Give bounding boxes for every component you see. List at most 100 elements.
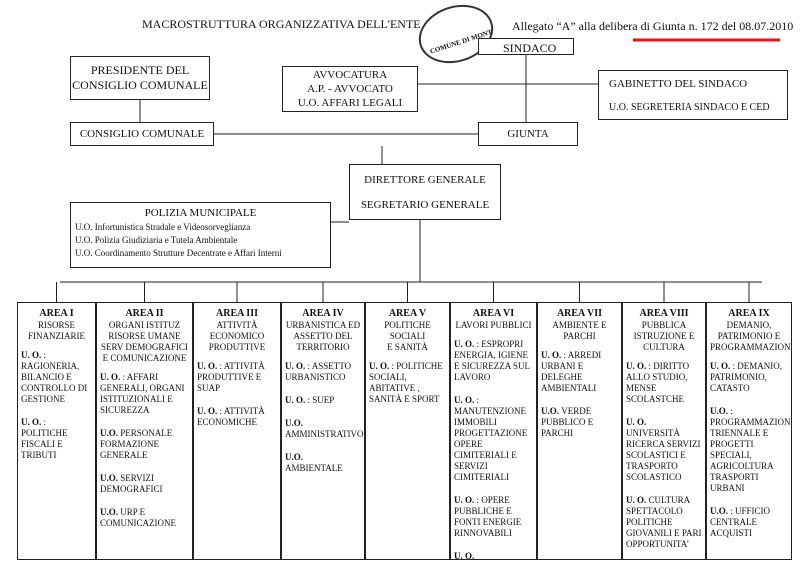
area-subtitle-line: PROGRAMMAZIONE <box>710 342 792 353</box>
polizia-box: POLIZIA MUNICIPALE U.O. Infortunistica S… <box>70 202 331 268</box>
uo-text: : OPERE PUBBLICHE E FONTI ENERGIE RINNOV… <box>454 494 522 538</box>
uo-text: : ASSETTO URBANISTICO <box>285 361 352 383</box>
area-name: AREA IV <box>302 308 344 319</box>
area-subtitle-line: ISTRUZIONE E <box>633 331 695 342</box>
uo-entry: U. O. : AFFARI GENERALI, ORGANI ISTITUZI… <box>100 372 189 416</box>
avvocatura-line2: A.P. - AVVOCATO <box>307 83 393 95</box>
uo-entry: U. O. INFRASTRUTTURE <box>454 550 533 560</box>
polizia-uo-line: U.O. Polizia Giudiziaria e Tutela Ambien… <box>75 235 238 245</box>
uo-text: : RAGIONERIA, BILANCIO E CONTROLLO DI GE… <box>21 350 88 404</box>
uo-lead: U.O. <box>100 506 118 517</box>
consiglio-box: CONSIGLIO COMUNALE <box>70 122 214 146</box>
uo-text: AMBIENTALE <box>285 462 343 473</box>
uo-text: PERSONALE FORMAZIONE GENERALE <box>100 427 173 460</box>
gabinetto-box: GABINETTO DEL SINDACO U.O. SEGRETERIA SI… <box>598 70 788 120</box>
uo-lead: U. O. <box>285 395 306 406</box>
uo-lead: U. O. <box>710 361 731 372</box>
uo-entry: U. O. : OPERE PUBBLICHE E FONTI ENERGIE … <box>454 495 533 539</box>
uo-text: : PROGRAMMAZIONE TRIENNALE E PROGETTI SP… <box>710 406 792 493</box>
segretario-label: SEGRETARIO GENERALE <box>360 199 490 211</box>
uo-entry: U. O. : MANUTENZIONE IMMOBILI PROGETTAZI… <box>454 395 533 483</box>
area-subtitle-line: AMBIENTE E <box>552 320 607 331</box>
polizia-uo-line: U.O. Coordinamento Strutture Decentrate … <box>75 248 282 258</box>
uo-lead: U. O. <box>197 406 218 416</box>
uo-entry: U. O. CULTURA SPETTACOLO POLITICHE GIOVA… <box>626 495 702 550</box>
presidente-line1: PRESIDENTE DEL <box>90 63 190 77</box>
area-subtitle-line: PRODUTTIVE <box>208 342 266 353</box>
uo-lead: U.O. <box>100 472 118 483</box>
uo-entry: U. O. : ATTIVITÀ PRODUTTIVE E SUAP <box>197 361 277 394</box>
uo-lead: U. O. <box>454 395 475 406</box>
uo-lead: U. O. <box>454 550 475 560</box>
uo-text: : DEMANIO, PATRIMONIO, CATASTO <box>710 361 782 394</box>
uo-entry: U. O. : DEMANIO, PATRIMONIO, CATASTO <box>710 361 788 394</box>
uo-text: UNIVERSITÀ RICERCA SERVIZI SCOLASTICI E … <box>626 427 701 482</box>
uo-entry: U.O. AMBIENTALE <box>285 452 361 474</box>
area-subtitle-line: RISORSE <box>37 320 75 331</box>
uo-text: : ATTIVITÀ ECONOMICHE <box>197 406 265 427</box>
area-name: AREA V <box>388 308 427 319</box>
gabinetto-line2: U.O. SEGRETERIA SINDACO E CED <box>609 102 770 113</box>
avvocatura-line1: AVVOCATURA <box>312 69 388 81</box>
area-subtitle-line: DEMANIO, <box>726 320 772 331</box>
area-subtitle-line: SERV DEMOGRAFICI <box>101 342 188 353</box>
area-subtitle-line: ATTIVITÀ <box>216 320 258 331</box>
uo-text: : UFFICIO CENTRALE ACQUISTI <box>710 505 771 538</box>
uo-text: : MANUTENZIONE IMMOBILI PROGETTAZIONE OP… <box>454 395 528 482</box>
area-name: AREA VIII <box>639 308 689 319</box>
gabinetto-line1: GABINETTO DEL SINDACO <box>609 78 748 90</box>
giunta-label: GIUNTA <box>507 128 549 140</box>
area-subtitle-line: ORGANI ISTITUZ <box>108 320 181 331</box>
uo-text: CULTURA SPETTACOLO POLITICHE GIOVANILI E… <box>626 494 702 549</box>
uo-lead: U. O. <box>626 416 647 427</box>
uo-lead: U.O. <box>285 451 303 462</box>
uo-text: : SUEP <box>307 395 335 406</box>
uo-text: URP E COMUNICAZIONE <box>100 506 176 528</box>
direttore-label: DIRETTORE GENERALE <box>364 174 486 186</box>
uo-entry: U.O. SERVIZI DEMOGRAFICI <box>100 473 189 495</box>
area-subtitle-line: FINANZIARIE <box>28 331 85 342</box>
uo-entry: U.O. VERDE PUBBLICO E PARCHI <box>541 406 618 439</box>
area-subtitle-line: ASSETTO DEL <box>293 331 353 342</box>
uo-entry: U.O. : PROGRAMMAZIONE TRIENNALE E PROGET… <box>710 406 791 494</box>
area-subtitle-line: URBANISTICA ED <box>285 320 361 331</box>
uo-text: : ESPROPRI ENERGIA, IGIENE E SICUREZZA S… <box>454 339 530 383</box>
page-title: MACROSTRUTTURA ORGANIZZATIVA DELL'ENTE <box>142 17 421 31</box>
allegato-note: Allegato “A” alla delibera di Giunta n. … <box>512 19 794 33</box>
area-name: AREA II <box>125 308 164 319</box>
area-name: AREA IX <box>728 308 770 319</box>
uo-lead: U.O. <box>100 427 118 438</box>
uo-entry: U.O. : UFFICIO CENTRALE ACQUISTI <box>710 506 788 539</box>
uo-text: : POLITICHE FISCALI E TRIBUTI <box>21 416 68 460</box>
uo-text: VERDE PUBBLICO E PARCHI <box>541 406 594 438</box>
polizia-title: POLIZIA MUNICIPALE <box>144 207 257 219</box>
uo-lead: U. O. <box>21 416 42 427</box>
uo-entry: U.O. AMMINISTRATIVO <box>285 418 364 440</box>
uo-lead: U. O. <box>626 361 647 372</box>
uo-text: : ARREDI URBANI E DELEGHE AMBIENTALI <box>541 350 602 394</box>
uo-lead: U.O. <box>710 505 728 516</box>
avvocatura-line3: U.O. AFFARI LEGALI <box>297 97 403 109</box>
presidente-box: PRESIDENTE DEL CONSIGLIO COMUNALE <box>70 56 210 100</box>
uo-lead: U. O. <box>626 494 647 505</box>
uo-lead: U. O. <box>454 494 475 505</box>
area-subtitle-line: LAVORI PUBBLICI <box>455 320 532 331</box>
area-name: AREA I <box>39 308 74 319</box>
sindaco-label: SINDACO <box>503 41 557 55</box>
uo-lead: U.O. <box>710 406 728 416</box>
uo-lead: U. O. <box>285 361 306 372</box>
area-subtitle-line: PUBBLICA <box>641 320 687 331</box>
uo-text: AMMINISTRATIVO <box>285 428 364 439</box>
giunta-box: GIUNTA <box>478 122 578 146</box>
uo-text: : POLITICHE SOCIALI, ABITATIVE , SANITÀ … <box>369 361 443 404</box>
presidente-line2: CONSIGLIO COMUNALE <box>72 78 208 92</box>
area-subtitle-line: POLITICHE SOCIALI <box>384 320 431 342</box>
